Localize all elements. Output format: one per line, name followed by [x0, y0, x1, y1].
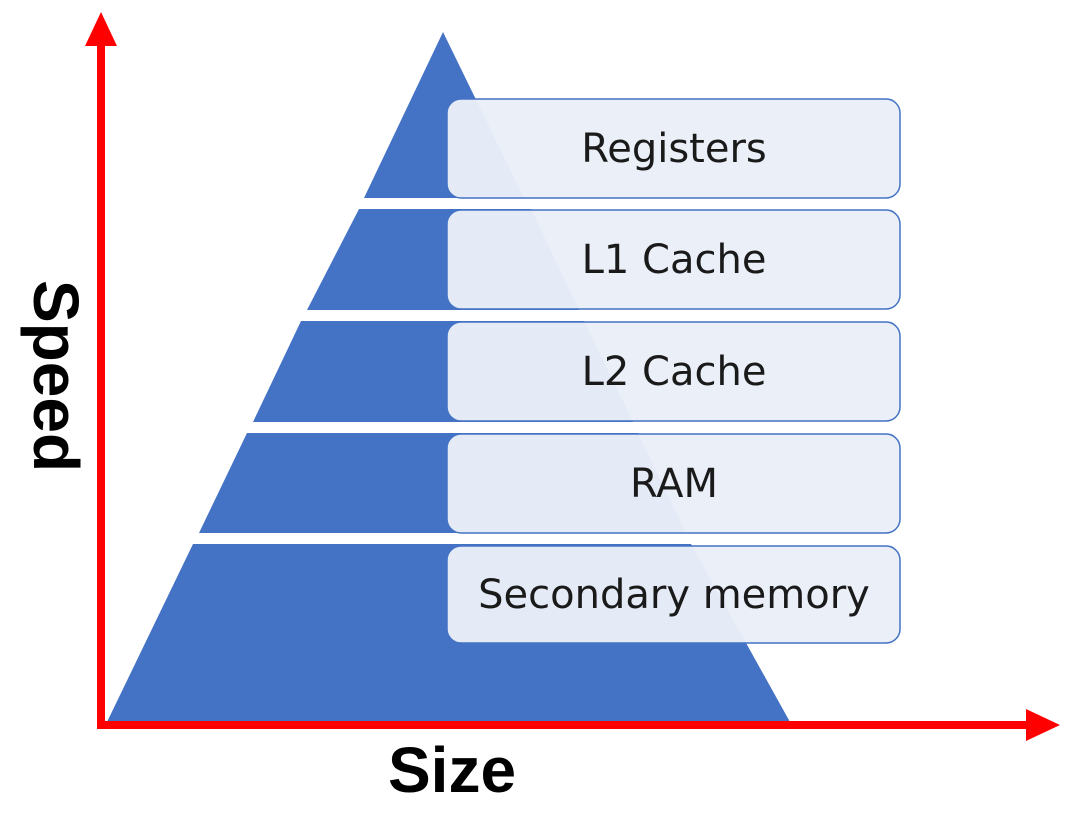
level-box-l2-cache: L2 Cache — [446, 321, 901, 422]
x-axis-arrowhead — [1026, 709, 1060, 741]
level-box-l1-cache: L1 Cache — [446, 209, 901, 310]
level-label-secondary-memory: Secondary memory — [478, 572, 870, 618]
level-label-registers: Registers — [581, 126, 767, 172]
x-axis — [97, 709, 1060, 741]
level-box-secondary-memory: Secondary memory — [446, 545, 901, 644]
level-box-ram: RAM — [446, 433, 901, 534]
level-box-registers: Registers — [446, 98, 901, 199]
y-axis — [85, 12, 117, 727]
level-label-l1-cache: L1 Cache — [582, 237, 767, 283]
level-label-ram: RAM — [630, 461, 718, 507]
x-axis-label: Size — [388, 734, 516, 806]
y-axis-label: Speed — [20, 280, 92, 472]
level-label-l2-cache: L2 Cache — [582, 349, 767, 395]
y-axis-arrowhead — [85, 12, 117, 46]
